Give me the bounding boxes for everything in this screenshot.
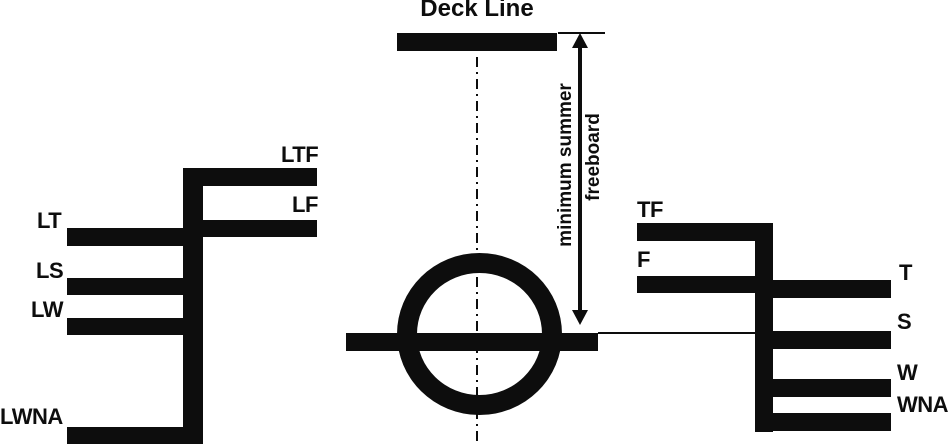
label-wna: WNA (897, 392, 949, 417)
summer-line-extension (598, 332, 755, 334)
label-ltf: LTF (281, 142, 319, 167)
lumber-ltf-bar (203, 168, 317, 186)
lumber-lw-bar (67, 318, 183, 335)
loadline-s-bar (773, 331, 891, 349)
lumber-grid-vertical-bar (183, 168, 203, 444)
label-tf: TF (637, 197, 663, 222)
label-lt: LT (37, 208, 62, 233)
label-f: F (637, 247, 650, 272)
deck-line-title: Deck Line (420, 0, 534, 22)
hull-centerline (476, 57, 478, 445)
loadline-t-bar (773, 280, 891, 298)
deck-line-mark (397, 33, 557, 51)
waterline-bar (346, 333, 598, 351)
label-lw: LW (31, 297, 64, 322)
freeboard-arrow (578, 46, 582, 312)
label-ls: LS (36, 258, 64, 283)
lumber-lwna-bar (67, 427, 183, 444)
label-s: S (897, 309, 912, 334)
lumber-lf-bar (203, 220, 317, 237)
label-lwna: LWNA (0, 404, 63, 429)
label-lf: LF (292, 192, 318, 217)
label-w: W (897, 360, 918, 385)
lumber-ls-bar (67, 278, 183, 295)
lumber-lt-bar (67, 228, 183, 246)
label-t: T (899, 260, 912, 285)
loadline-w-bar (773, 379, 891, 397)
arrowhead-up-icon (572, 33, 588, 48)
freeboard-label-line1: minimum summer (555, 83, 576, 247)
loadline-tf-bar (637, 223, 755, 241)
loadline-f-bar (637, 276, 755, 293)
freeboard-label-line2: freeboard (583, 113, 604, 201)
loadline-wna-bar (773, 413, 891, 431)
loadline-grid-vertical-bar (755, 223, 773, 432)
arrowhead-down-icon (572, 310, 588, 325)
